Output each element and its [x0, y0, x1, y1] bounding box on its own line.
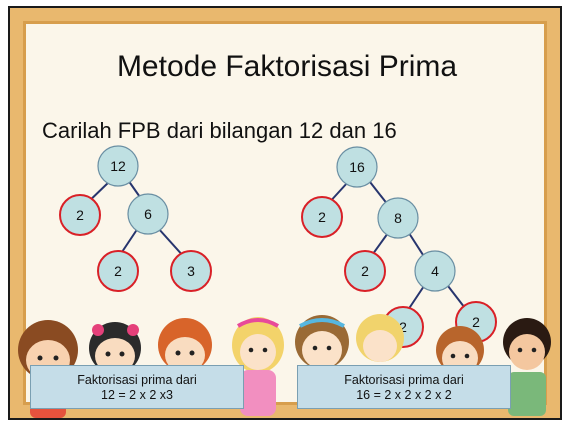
edge	[369, 181, 389, 206]
box-line2: 12 = 2 x 2 x3	[101, 388, 173, 402]
node-composite: 4	[414, 250, 456, 292]
node-label: 2	[114, 263, 122, 279]
kid-illustration	[356, 314, 404, 362]
box-line2: 16 = 2 x 2 x 2 x 2	[356, 388, 452, 402]
node-prime: 2	[59, 194, 101, 236]
factorization-box-12: Faktorisasi prima dari 12 = 2 x 2 x3	[30, 365, 244, 409]
slide-title: Metode Faktorisasi Prima	[116, 50, 458, 83]
node-label: 12	[110, 158, 126, 174]
node-prime: 2	[344, 250, 386, 292]
node-label: 2	[399, 319, 407, 335]
kid-illustration	[503, 318, 551, 416]
kid-illustration	[295, 315, 349, 369]
node-label: 2	[361, 263, 369, 279]
question-text: Carilah FPB dari bilangan 12 dan 16	[42, 118, 397, 143]
node-label: 2	[318, 209, 326, 225]
node-label: 6	[144, 206, 152, 222]
box-line1: Faktorisasi prima dari	[77, 373, 197, 387]
box-line1: Faktorisasi prima dari	[344, 373, 464, 387]
node-composite: 16	[336, 146, 378, 188]
node-prime: 2	[301, 196, 343, 238]
node-label: 8	[394, 210, 402, 226]
node-label: 16	[349, 159, 365, 175]
node-prime: 2	[97, 250, 139, 292]
node-composite: 8	[377, 197, 419, 239]
kid-illustration	[158, 318, 212, 373]
factorization-box-16: Faktorisasi prima dari 16 = 2 x 2 x 2 x …	[297, 365, 511, 409]
node-composite: 6	[127, 193, 169, 235]
node-label: 3	[187, 263, 195, 279]
node-label: 4	[431, 263, 439, 279]
node-composite: 12	[97, 145, 139, 187]
node-label: 2	[472, 314, 480, 330]
node-prime: 3	[170, 250, 212, 292]
node-label: 2	[76, 207, 84, 223]
kid-illustration	[232, 317, 284, 416]
